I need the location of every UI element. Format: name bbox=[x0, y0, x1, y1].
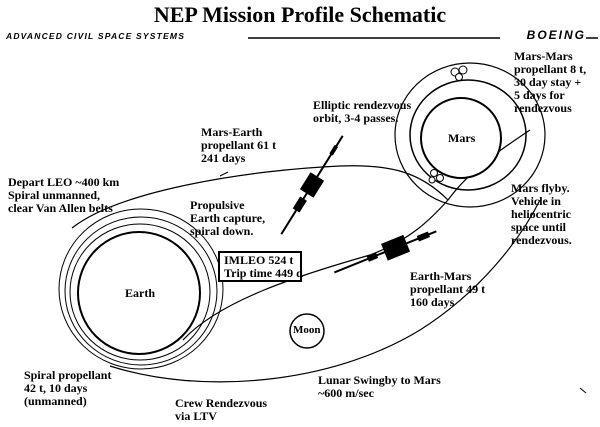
mars-earth-note: Mars-Earth propellant 61 t 241 days bbox=[201, 125, 277, 165]
spacecraft-earth-mars-icon bbox=[333, 230, 437, 274]
page-title: NEP Mission Profile Schematic bbox=[153, 2, 447, 27]
earth-globe bbox=[77, 231, 201, 355]
trajectory-tick bbox=[219, 171, 229, 177]
company-logo-text: BOEING bbox=[526, 28, 586, 42]
mars-mars-note: Mars-Mars propellant 8 t, 30 day stay + … bbox=[514, 49, 587, 115]
trajectory-earth-mars bbox=[109, 199, 541, 383]
earth-label: Earth bbox=[125, 286, 155, 300]
mars-flyby-note: Mars flyby. Vehicle in heliocentric spac… bbox=[511, 181, 572, 247]
earth-mars-note: Earth-Mars propellant 49 t 160 days bbox=[410, 269, 486, 309]
moon-globe bbox=[289, 313, 325, 349]
mars-lander-top bbox=[450, 65, 468, 81]
mars-label: Mars bbox=[448, 131, 476, 145]
mars-loop-outer bbox=[394, 62, 546, 208]
spacecraft-mars-earth-icon bbox=[280, 135, 344, 235]
trajectory-inner bbox=[182, 199, 449, 341]
trajectory-outer bbox=[71, 165, 449, 229]
spiral-propellant-note: Spiral propellant 42 t, 10 days (unmanne… bbox=[24, 368, 112, 408]
mars-loop-inner bbox=[409, 79, 527, 191]
lunar-swingby-note: Lunar Swingby to Mars ~600 m/sec bbox=[318, 373, 441, 400]
mars-lander-bottom bbox=[428, 169, 444, 184]
trajectory-tick bbox=[579, 387, 587, 394]
imleo-box: IMLEO 524 t Trip time 449 d bbox=[218, 251, 303, 282]
earth-spiral bbox=[58, 208, 224, 370]
moon-label: Moon bbox=[293, 324, 321, 336]
propulsive-capture-note: Propulsive Earth capture, spiral down. bbox=[190, 198, 266, 238]
crew-rendezvous-note: Crew Rendezvous via LTV bbox=[175, 396, 268, 423]
depart-leo-note: Depart LEO ~400 km Spiral unmanned, clea… bbox=[8, 175, 120, 215]
mars-globe bbox=[420, 97, 502, 179]
org-banner: ADVANCED CIVIL SPACE SYSTEMS bbox=[6, 31, 186, 41]
elliptic-orbit-note: Elliptic rendezvous orbit, 3-4 passes. bbox=[313, 98, 412, 125]
